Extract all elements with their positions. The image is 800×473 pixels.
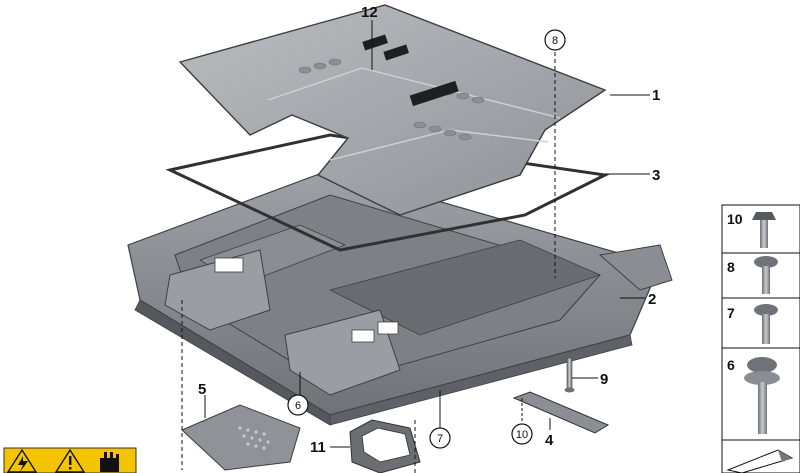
- gloves-required-icon: [100, 452, 119, 472]
- warning-icons: [3, 447, 137, 473]
- battery-cover-lid: [178, 4, 607, 216]
- callout-4: 4: [545, 432, 554, 449]
- housing-gasket: [165, 133, 610, 252]
- high-voltage-warning-icon: [6, 448, 38, 473]
- callout-1: 1: [652, 87, 660, 104]
- cover-strip: [512, 391, 610, 434]
- bolt-10-icon: [752, 212, 776, 248]
- general-warning-icon: [54, 448, 86, 473]
- bolt-8-icon: [754, 256, 778, 294]
- callout-11: 11: [310, 439, 326, 456]
- bolt-6-icon: [744, 357, 780, 434]
- mounting-bracket: [349, 419, 421, 473]
- callout-9: 9: [600, 371, 608, 388]
- underbody-shield: [181, 404, 301, 471]
- callout-labels: 1 2 3 4 5 9 11 12: [198, 4, 660, 456]
- fastener-label-6: 6: [727, 357, 735, 373]
- circled-6: 6: [295, 400, 301, 412]
- callout-2: 2: [648, 291, 656, 308]
- callout-3: 3: [652, 167, 660, 184]
- arrow-wedge-icon: [726, 449, 794, 473]
- circled-references: 6 7 8 10: [287, 29, 566, 449]
- fastener-label-8: 8: [727, 259, 735, 275]
- callout-5: 5: [198, 381, 206, 398]
- circled-10: 10: [516, 429, 528, 441]
- battery-housing-tray: [127, 169, 673, 426]
- callout-12: 12: [361, 4, 378, 21]
- screw-part-9: [564, 357, 575, 393]
- circled-7: 7: [437, 433, 443, 445]
- fastener-label-7: 7: [727, 305, 735, 321]
- leader-lines: [181, 20, 650, 473]
- bolt-7-icon: [754, 304, 778, 344]
- fastener-panel: 10 8 7 6: [721, 204, 800, 473]
- circled-8: 8: [552, 35, 558, 47]
- fastener-label-10: 10: [727, 211, 743, 227]
